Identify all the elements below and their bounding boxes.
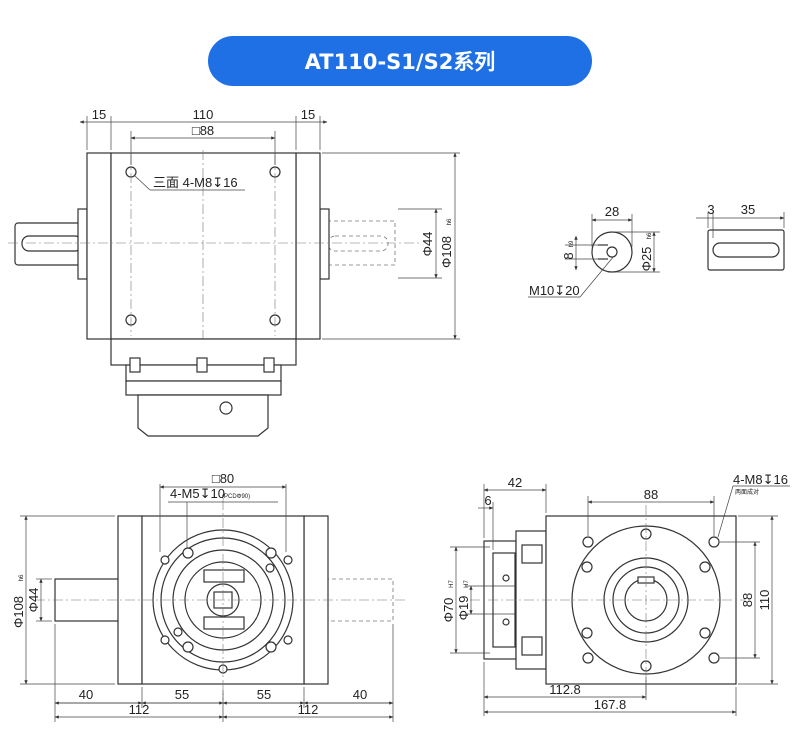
- front-hole: [160, 635, 170, 645]
- side-bolt-hole: [582, 536, 594, 548]
- dim-top-right: 15: [301, 107, 315, 122]
- adapter-screw: [219, 401, 233, 415]
- dim-side-height-outer: 110: [757, 590, 772, 611]
- front-clamp-bottom: [203, 616, 245, 630]
- dim-front-shaft-left: 40: [79, 687, 93, 702]
- side-bolt-hole: [581, 561, 593, 573]
- dim-side-step: 6: [484, 493, 491, 508]
- dim-top-body-tol: h6: [447, 218, 453, 225]
- dim-front-square: □80: [212, 471, 234, 486]
- center-thread-hole: [606, 246, 618, 258]
- dim-key-tol: h9: [569, 240, 575, 247]
- side-bolt-hole: [582, 652, 594, 664]
- dim-front-total-left: 112: [129, 702, 150, 717]
- front-hole: [265, 641, 277, 653]
- shaft-end-circle: [591, 231, 633, 273]
- shaft-side-keyway: [712, 242, 780, 258]
- input-shaft-left: [14, 222, 86, 266]
- gearbox-body-top: [110, 152, 297, 340]
- dim-top-width: 110: [193, 107, 214, 122]
- dim-shaft-length: 35: [741, 202, 755, 217]
- shaft-side-view: 3 35: [696, 202, 785, 271]
- side-bolt-hole: [708, 652, 720, 664]
- side-hole-sub: 两面成对: [735, 488, 759, 496]
- front-hole: [265, 563, 275, 573]
- shaft-end-view: 28 8 h9 Φ25 h6 M10↧20: [528, 204, 660, 298]
- dim-front-half-right: 55: [257, 687, 271, 702]
- dim-front-total-right: 112: [298, 702, 319, 717]
- front-hole: [160, 555, 170, 565]
- side-adapter-bolt: [521, 544, 543, 564]
- hidden-keyway-right: [327, 235, 389, 252]
- front-hole: [182, 641, 194, 653]
- dim-side-pilot-tol: H7: [449, 580, 455, 588]
- front-hole: [283, 555, 293, 565]
- shaft-collar-right: [319, 208, 330, 280]
- series-title-banner: AT110-S1/S2系列: [208, 36, 592, 86]
- side-set-screw: [502, 618, 510, 626]
- dim-side-square: 88: [644, 487, 658, 502]
- flange-plate: [125, 380, 282, 396]
- dim-top-left: 15: [92, 107, 106, 122]
- dim-shaft-dia: Φ25: [639, 247, 654, 272]
- hidden-shaft-right: [319, 220, 396, 266]
- side-bolt-hole: [699, 627, 711, 639]
- dim-side-length-total: 167.8: [594, 697, 627, 712]
- dim-side-pilot: Φ70: [441, 598, 456, 623]
- dim-side-bore: Φ19: [456, 596, 471, 621]
- bolt-head: [129, 357, 141, 373]
- side-bolt-hole: [581, 627, 593, 639]
- top-view: 15 110 15 □88 三面 4-M8↧16 Φ44 Φ108 h6: [8, 107, 460, 437]
- top-hole-note: 三面 4-M8↧16: [153, 175, 238, 190]
- dim-top-square: □88: [192, 123, 214, 138]
- dim-top-shaft-dia: Φ44: [420, 232, 435, 257]
- bolt-head: [196, 357, 208, 373]
- dim-front-body-dia: Φ108: [11, 596, 26, 628]
- series-title: AT110-S1/S2系列: [304, 50, 496, 74]
- adapter-block: [137, 394, 269, 437]
- side-flange-left: [86, 152, 112, 340]
- front-hole: [283, 635, 293, 645]
- front-hole: [173, 627, 183, 637]
- side-set-screw: [502, 574, 510, 582]
- side-bolt-hole: [708, 536, 720, 548]
- side-adapter-bolt: [521, 636, 543, 656]
- front-hole: [265, 547, 277, 559]
- front-view: □80 4-M5↧10 (PCDΦ90) Φ108 h6 Φ44 40 55 5…: [11, 471, 405, 722]
- dim-side-height-inner: 88: [740, 593, 755, 607]
- front-pcd-note: (PCDΦ90): [222, 494, 250, 500]
- bolt-head: [263, 357, 275, 373]
- side-bolt-hole: [699, 561, 711, 573]
- shaft-collar-left: [77, 208, 88, 280]
- dim-top-body-dia: Φ108: [439, 236, 454, 268]
- dim-front-shaft-right: 40: [353, 687, 367, 702]
- dim-side-length-inner: 112.8: [549, 682, 581, 697]
- dim-key-width: 8: [561, 252, 576, 259]
- dim-shaft-offset: 3: [707, 202, 714, 217]
- side-flange-right: [295, 152, 321, 340]
- side-hole-note: 4-M8↧16: [733, 472, 788, 487]
- dim-front-body-tol: h6: [19, 574, 25, 581]
- dim-shaft-end-width: 28: [605, 204, 619, 219]
- side-view: 42 6 Φ70 H7 Φ19 H7 88 4-M8↧16 两面成对 88 11…: [441, 472, 790, 716]
- shaft-side-body: [707, 229, 785, 271]
- front-hole-note: 4-M5↧10: [170, 486, 225, 501]
- dim-front-shaft-dia: Φ44: [26, 588, 41, 613]
- front-hole: [182, 547, 194, 559]
- dim-side-bore-tol: H7: [464, 580, 470, 588]
- dim-front-half-left: 55: [175, 687, 189, 702]
- dim-shaft-dia-tol: h6: [647, 232, 653, 239]
- front-clamp-top: [203, 569, 245, 583]
- dim-side-flange: 42: [508, 475, 522, 490]
- shaft-thread-note: M10↧20: [529, 283, 580, 298]
